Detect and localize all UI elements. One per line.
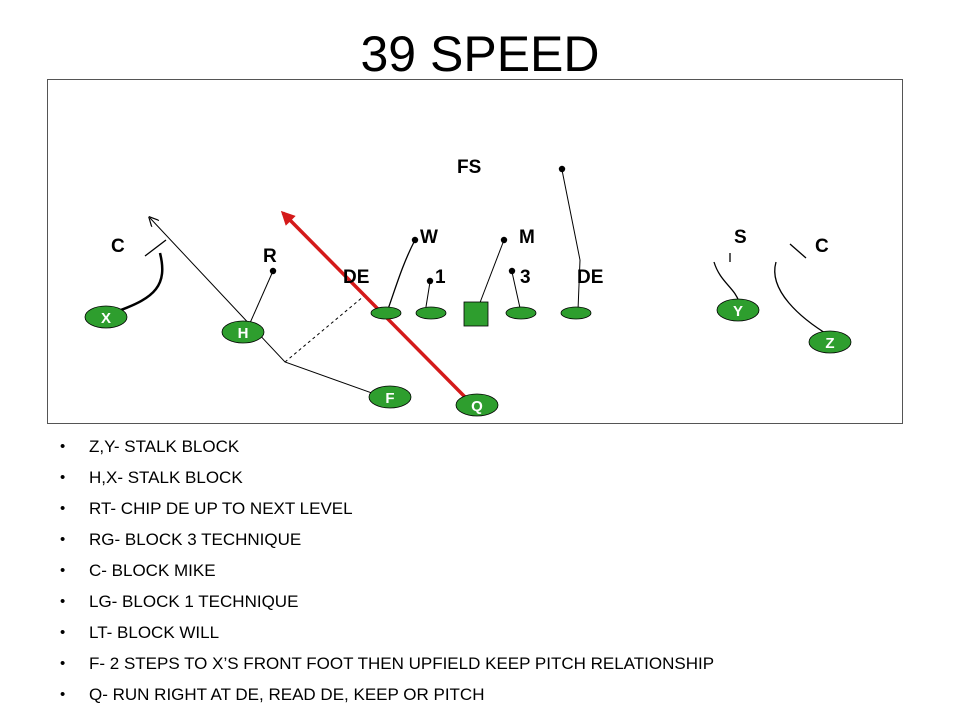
tech3-label: 3 <box>520 267 531 288</box>
bullet-icon: • <box>60 531 66 548</box>
bullet-icon: • <box>60 655 66 672</box>
bullet-icon: • <box>60 438 66 455</box>
note-item: • H,X- STALK BLOCK <box>60 462 714 493</box>
qb-read-path <box>280 210 468 400</box>
s-label: S <box>734 227 747 248</box>
fs-label: FS <box>457 157 481 178</box>
note-text: F- 2 STEPS TO X’S FRONT FOOT THEN UPFIEL… <box>89 654 715 673</box>
c-left-label: C <box>111 236 125 257</box>
note-text: LG- BLOCK 1 TECHNIQUE <box>89 592 299 611</box>
quarterback <box>455 393 499 417</box>
c-block-path <box>475 239 505 314</box>
note-item: • F- 2 STEPS TO X’S FRONT FOOT THEN UPFIE… <box>60 648 714 679</box>
r-marker <box>269 267 277 275</box>
assignment-notes-list: • Z,Y- STALK BLOCK • H,X- STALK BLOCK • RT-… <box>60 431 714 710</box>
q-label: Q <box>471 398 483 415</box>
page-title: 39 SPEED <box>360 26 600 82</box>
note-item: • RG- BLOCK 3 TECHNIQUE <box>60 524 714 555</box>
x-stalk-block-path <box>117 252 164 313</box>
tech1-marker <box>426 277 434 285</box>
note-text: H,X- STALK BLOCK <box>89 468 243 487</box>
z-block-mark <box>789 243 807 259</box>
de-right-label: DE <box>577 267 603 288</box>
right-tackle <box>560 306 592 320</box>
tech3-marker <box>508 267 516 275</box>
rg-block-path <box>511 271 521 309</box>
note-text: Q- RUN RIGHT AT DE, READ DE, KEEP OR PIT… <box>89 685 485 704</box>
f-back <box>368 385 412 409</box>
bullet-icon: • <box>60 562 66 579</box>
bullet-icon: • <box>60 469 66 486</box>
f-pitch-relationship-line <box>284 295 365 363</box>
bullet-icon: • <box>60 624 66 641</box>
z-receiver <box>808 330 852 354</box>
play-diagram-frame <box>47 79 903 424</box>
center <box>463 301 489 327</box>
m-marker <box>500 236 508 244</box>
m-label: M <box>519 227 535 248</box>
y-receiver <box>716 298 760 322</box>
f-route-path <box>150 218 384 398</box>
note-item: • C- BLOCK MIKE <box>60 555 714 586</box>
f-label: F <box>385 390 394 407</box>
note-text: RG- BLOCK 3 TECHNIQUE <box>89 530 302 549</box>
note-item: • LT- BLOCK WILL <box>60 617 714 648</box>
h-back <box>221 320 265 344</box>
note-item: • Z,Y- STALK BLOCK <box>60 431 714 462</box>
tech1-label: 1 <box>435 267 446 288</box>
de-left-label: DE <box>343 267 369 288</box>
lt-block-path <box>386 239 416 313</box>
right-guard <box>505 306 537 320</box>
bullet-icon: • <box>60 686 66 703</box>
c-right-label: C <box>815 236 829 257</box>
w-label: W <box>420 227 438 248</box>
note-text: LT- BLOCK WILL <box>89 623 220 642</box>
note-item: • LG- BLOCK 1 TECHNIQUE <box>60 586 714 617</box>
x-label: X <box>101 310 111 327</box>
note-item: • RT- CHIP DE UP TO NEXT LEVEL <box>60 493 714 524</box>
r-label: R <box>263 246 277 267</box>
bullet-icon: • <box>60 593 66 610</box>
rt-chip-path <box>561 169 581 311</box>
note-item: • Q- RUN RIGHT AT DE, READ DE, KEEP OR PI… <box>60 679 714 710</box>
left-tackle <box>370 306 402 320</box>
h-block-path <box>249 270 274 324</box>
bullet-icon: • <box>60 500 66 517</box>
note-text: C- BLOCK MIKE <box>89 561 216 580</box>
x-receiver <box>84 305 128 329</box>
note-text: Z,Y- STALK BLOCK <box>89 437 240 456</box>
x-block-mark <box>144 239 167 257</box>
z-label: Z <box>825 335 834 352</box>
h-label: H <box>238 325 249 342</box>
left-guard <box>415 306 447 320</box>
y-stalk-block-path <box>713 261 740 303</box>
z-stalk-block-path <box>774 261 831 337</box>
note-text: RT- CHIP DE UP TO NEXT LEVEL <box>89 499 353 518</box>
y-label: Y <box>733 303 743 320</box>
w-marker <box>411 236 419 244</box>
fs-marker <box>558 165 566 173</box>
